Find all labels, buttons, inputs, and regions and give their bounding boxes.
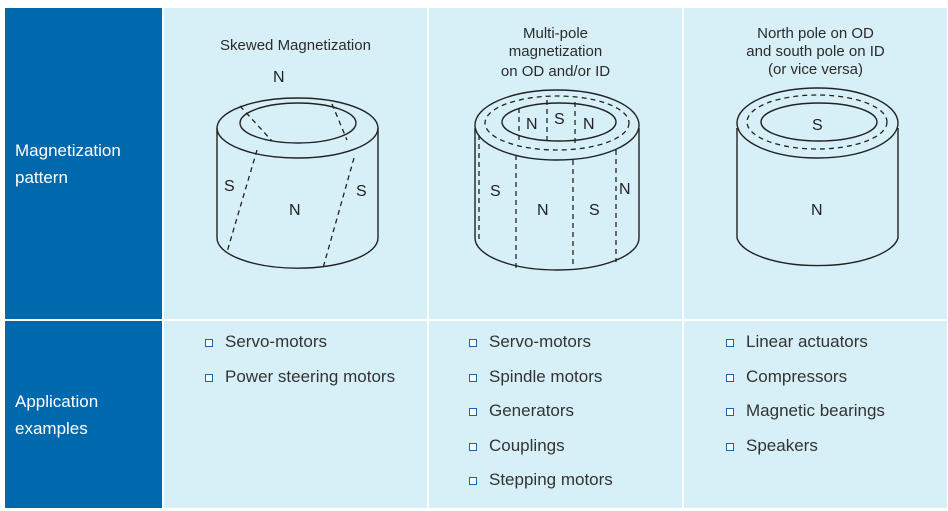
boundary-line xyxy=(322,157,355,269)
pole-label: S xyxy=(224,178,235,195)
list-item: Generators xyxy=(469,400,613,435)
dashed-ring xyxy=(484,95,630,151)
cell-radial-magnetization: North pole on OD and south pole on ID (o… xyxy=(684,8,947,319)
figure-caption: on OD and/or ID xyxy=(500,63,611,80)
pole-label: N xyxy=(537,202,549,219)
inner-top-ellipse xyxy=(501,102,617,142)
cell-applications-radial: Linear actuators Compressors Magnetic be… xyxy=(684,321,947,508)
figure-caption: Multi-pole xyxy=(522,25,589,42)
inner-top-ellipse xyxy=(239,102,357,144)
row-header-line: examples xyxy=(15,418,88,438)
radial-magnetization-diagram: S N xyxy=(736,87,899,267)
square-bullet-icon xyxy=(469,339,477,347)
square-bullet-icon xyxy=(726,373,734,382)
square-bullet-icon xyxy=(469,408,477,416)
outer-top-ellipse xyxy=(216,97,379,159)
list-item-text: Stepping motors xyxy=(489,470,613,489)
list-item-text: Servo-motors xyxy=(225,332,328,351)
pole-label: N xyxy=(273,69,285,86)
boundary-line xyxy=(239,105,273,142)
list-item-text: Spindle motors xyxy=(489,366,603,386)
row-header-magnetization-pattern: Magnetization pattern xyxy=(5,8,162,319)
figure-caption: Skewed Magnetization xyxy=(220,37,371,54)
list-item-text: Power steering motors xyxy=(225,366,396,386)
cylinder-body xyxy=(216,128,379,269)
pole-label: S xyxy=(490,183,501,200)
list-item: Linear actuators xyxy=(726,331,885,366)
square-bullet-icon xyxy=(726,408,734,416)
cylinder-body xyxy=(474,128,640,271)
pole-label: N xyxy=(583,116,595,133)
magnetization-table: Magnetization pattern Skewed Magnetizati… xyxy=(5,8,947,508)
list-item: Servo-motors xyxy=(205,331,395,366)
figure-caption: North pole on OD xyxy=(757,25,874,42)
list-item-text: Compressors xyxy=(746,366,848,386)
list-item: Servo-motors xyxy=(469,331,613,366)
application-list: Servo-motors Spindle motors Generators C… xyxy=(469,331,613,504)
inner-top-ellipse xyxy=(760,102,878,142)
pole-label: N xyxy=(811,202,823,219)
pole-label: S xyxy=(812,117,823,134)
list-item: Power steering motors xyxy=(205,366,395,401)
cell-skewed-magnetization: Skewed Magnetization N S N S xyxy=(164,8,427,319)
list-item-text: Linear actuators xyxy=(746,332,868,351)
row-header-line: Magnetization xyxy=(15,140,121,160)
boundary-line xyxy=(331,103,348,141)
outer-top-ellipse xyxy=(736,87,899,159)
figure-caption: magnetization xyxy=(508,43,603,60)
pole-label: S xyxy=(554,111,565,128)
list-item-text: Speakers xyxy=(746,435,818,455)
row-header-line: Application xyxy=(15,391,99,411)
row-header-line: pattern xyxy=(15,167,68,187)
pole-label: N xyxy=(619,181,631,198)
square-bullet-icon xyxy=(726,442,734,451)
square-bullet-icon xyxy=(469,442,477,451)
list-item-text: Magnetic bearings xyxy=(746,401,885,420)
application-list: Servo-motors Power steering motors xyxy=(205,331,395,400)
list-item-text: Generators xyxy=(489,401,575,420)
list-item-text: Servo-motors xyxy=(489,332,592,351)
skewed-magnetization-diagram: N S N S xyxy=(216,69,379,269)
list-item: Couplings xyxy=(469,435,613,470)
pole-label: N xyxy=(289,202,301,219)
pole-label: S xyxy=(589,202,600,219)
square-bullet-icon xyxy=(205,373,213,382)
boundary-line xyxy=(226,149,258,253)
multi-pole-diagram: N S N S N S N xyxy=(474,89,640,271)
cell-applications-skewed: Servo-motors Power steering motors xyxy=(164,321,427,508)
list-item: Magnetic bearings xyxy=(726,400,885,435)
dashed-ring xyxy=(746,94,888,150)
pole-label: N xyxy=(526,116,538,133)
application-list: Linear actuators Compressors Magnetic be… xyxy=(726,331,885,469)
cylinder-body xyxy=(736,128,899,267)
cell-multi-pole-magnetization: Multi-pole magnetization on OD and/or ID… xyxy=(429,8,682,319)
outer-top-ellipse xyxy=(474,89,640,161)
list-item: Spindle motors xyxy=(469,366,613,401)
square-bullet-icon xyxy=(469,477,477,485)
list-item: Compressors xyxy=(726,366,885,401)
square-bullet-icon xyxy=(469,373,477,382)
square-bullet-icon xyxy=(726,339,734,347)
figure-caption: and south pole on ID xyxy=(746,43,885,60)
list-item-text: Couplings xyxy=(489,435,565,455)
list-item: Stepping motors xyxy=(469,469,613,504)
square-bullet-icon xyxy=(205,339,213,347)
cell-applications-multi-pole: Servo-motors Spindle motors Generators C… xyxy=(429,321,682,508)
list-item: Speakers xyxy=(726,435,885,470)
pole-label: S xyxy=(356,183,367,200)
row-header-application-examples: Application examples xyxy=(5,321,162,508)
figure-caption: (or vice versa) xyxy=(767,61,864,78)
